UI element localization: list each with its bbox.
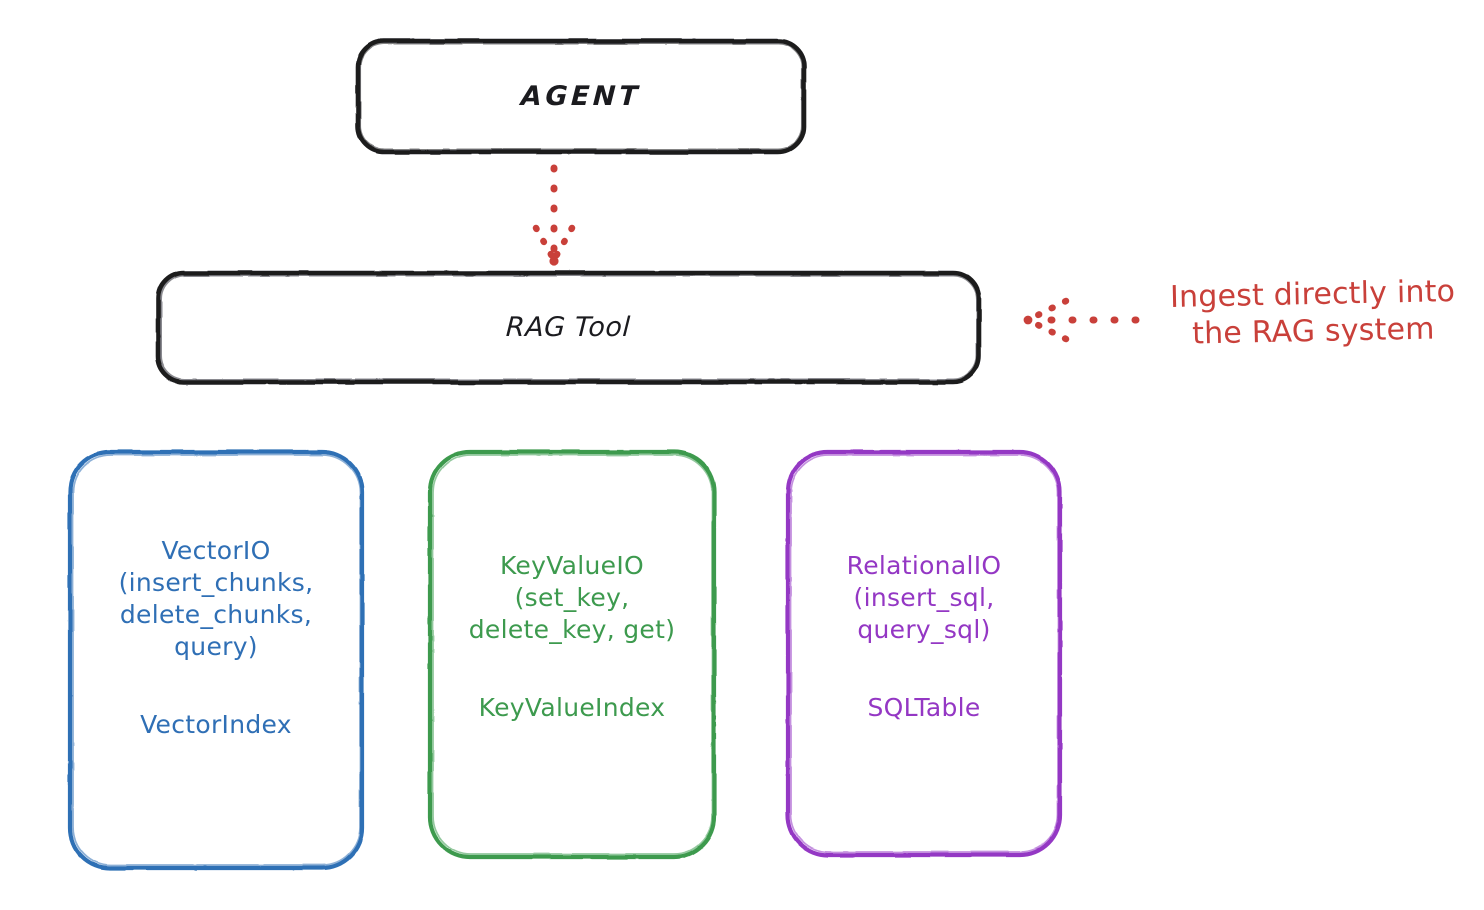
ingest-dotted-arrow: [1023, 297, 1140, 343]
vector-box-outline: [67, 449, 365, 871]
relational-io-node[interactable]: RelationalIO (insert_sql, query_sql) SQL…: [786, 450, 1062, 857]
key-value-index-label: KeyValueIndex: [478, 693, 666, 722]
key-value-io-node[interactable]: KeyValueIO (set_key, delete_key, get) Ke…: [428, 450, 716, 859]
agent-to-rag-dotted-arrow: [532, 164, 576, 266]
key-value-io-api-label: KeyValueIO (set_key, delete_key, get): [468, 551, 676, 644]
agent-box-outline: [355, 38, 807, 155]
rag-tool-box-outline: [155, 270, 982, 385]
relational-io-api-label: RelationalIO (insert_sql, query_sql): [846, 551, 1002, 644]
rag-tool-label: RAG Tool: [505, 312, 632, 343]
vector-io-node[interactable]: VectorIO (insert_chunks, delete_chunks, …: [68, 450, 364, 870]
agent-label: AGENT: [520, 81, 642, 112]
sql-table-label: SQLTable: [867, 693, 981, 722]
keyvalue-box-outline: [427, 449, 717, 860]
rag-tool-node[interactable]: RAG Tool: [157, 272, 980, 383]
vector-index-label: VectorIndex: [140, 710, 292, 739]
vector-io-api-label: VectorIO (insert_chunks, delete_chunks, …: [118, 536, 314, 661]
ingest-annotation-label: Ingest directly into the RAG system: [1169, 274, 1456, 352]
agent-node[interactable]: AGENT: [357, 40, 805, 153]
relational-box-outline: [785, 449, 1063, 858]
